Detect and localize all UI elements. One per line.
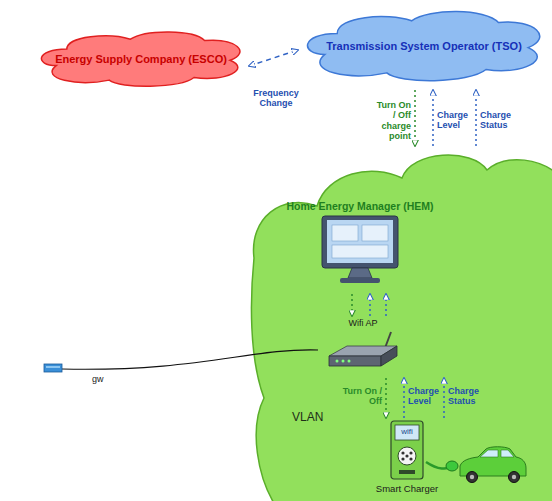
wifi-access-point: Wifi AP [318,318,408,376]
node-text: Energy Supply Company (ESCO) [55,53,227,65]
node-text: Transmission System Operator (TSO) [326,40,522,52]
edge-label: Charge Status [448,386,488,407]
edge-label: Frequency Change [248,88,304,109]
smart-charger: wifiSmart Charger [362,420,452,500]
edge-label: Turn On / Off charge point [372,100,411,141]
node-text: VLAN [292,410,323,424]
dotted-arrow [432,90,434,146]
node-text: Smart Charger [362,483,452,494]
dotted-arrow [475,90,477,146]
edge-label: Charge Level [408,386,444,407]
edge-label: Charge Status [480,110,520,131]
router-icon [325,330,401,372]
node-text: Wifi AP [318,318,408,328]
node-text: Home Energy Manager (HEM) [262,200,458,212]
dotted-arrow [249,50,298,66]
edge-label: Charge Level [437,110,473,131]
wire-label: gw [92,374,104,384]
dotted-arrow [414,90,416,146]
node-text: wifi [395,427,419,436]
vlan-cloud: VLAN Home Energy Manager (HEM) Wifi AP wifi… [252,148,552,501]
home-energy-manager: Home Energy Manager (HEM) [262,200,458,292]
monitor-icon [320,214,400,286]
edge-label: Turn On / Off [340,386,382,407]
tso-cloud: Transmission System Operator (TSO) [300,4,548,88]
esco-cloud: Energy Supply Company (ESCO) [35,26,247,92]
gateway-device [44,364,62,372]
